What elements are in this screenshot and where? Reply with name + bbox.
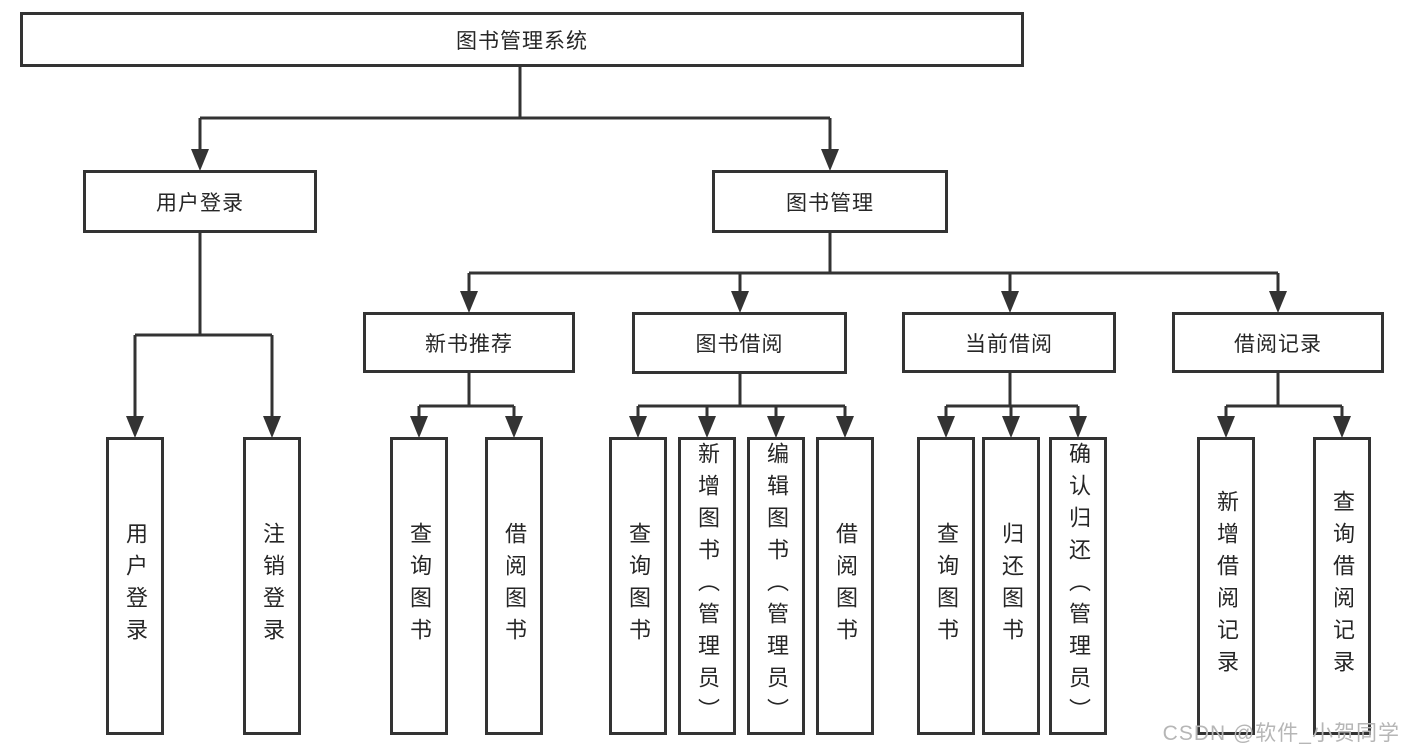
leaf-query-books-current-label: 查询图书 — [934, 522, 959, 650]
leaf-query-books-newrec-label: 查询图书 — [407, 522, 432, 650]
node-root-label: 图书管理系统 — [456, 29, 588, 53]
leaf-logout: 注销登录 — [243, 437, 301, 735]
leaf-return-books-label: 归还图书 — [999, 522, 1024, 650]
connector-book-borrow-branch — [636, 373, 847, 419]
node-book-borrow: 图书借阅 — [632, 312, 847, 374]
leaf-user-login-label: 用户登录 — [123, 522, 148, 650]
leaf-add-books-admin: 新增图书（管理员） — [678, 437, 736, 735]
leaf-query-books-newrec: 查询图书 — [390, 437, 448, 735]
leaf-borrow-books-newrec-label: 借阅图书 — [502, 522, 527, 650]
leaf-edit-books-admin-label: 编辑图书（管理员） — [764, 442, 789, 730]
arrowheads-level1 — [191, 149, 839, 171]
leaf-return-books: 归还图书 — [982, 437, 1040, 735]
connector-root-to-level1 — [198, 67, 832, 152]
leaf-add-borrow-record-label: 新增借阅记录 — [1214, 490, 1239, 682]
leaf-user-login: 用户登录 — [106, 437, 164, 735]
leaf-query-books-borrow-label: 查询图书 — [626, 522, 651, 650]
leaf-query-books-current: 查询图书 — [917, 437, 975, 735]
connector-borrow-records-branch — [1224, 373, 1344, 419]
arrowheads-book-borrow — [629, 416, 854, 438]
arrowheads-new-books — [410, 416, 523, 438]
leaf-confirm-return-admin: 确认归还（管理员） — [1049, 437, 1107, 735]
leaf-logout-label: 注销登录 — [260, 522, 285, 650]
node-user-login: 用户登录 — [83, 170, 317, 233]
watermark: CSDN @软件_小贺同学 — [1162, 722, 1400, 745]
node-borrow-records-label: 借阅记录 — [1234, 332, 1322, 356]
leaf-query-books-borrow: 查询图书 — [609, 437, 667, 735]
node-new-book-recommend-label: 新书推荐 — [425, 332, 513, 356]
leaf-borrow-books-borrow: 借阅图书 — [816, 437, 874, 735]
node-root-system: 图书管理系统 — [20, 12, 1024, 67]
leaf-add-borrow-record: 新增借阅记录 — [1197, 437, 1255, 735]
leaf-confirm-return-admin-label: 确认归还（管理员） — [1066, 442, 1091, 730]
node-new-book-recommend: 新书推荐 — [363, 312, 575, 373]
node-book-management-label: 图书管理 — [786, 191, 874, 215]
arrowheads-current-borrow — [937, 416, 1087, 438]
leaf-borrow-books-borrow-label: 借阅图书 — [833, 522, 858, 650]
arrowheads-level2 — [460, 291, 1287, 313]
arrowheads-user-login — [126, 416, 281, 438]
arrowheads-borrow-records — [1217, 416, 1351, 438]
connector-book-mgmt-to-level2 — [467, 233, 1280, 294]
leaf-borrow-books-newrec: 借阅图书 — [485, 437, 543, 735]
leaf-edit-books-admin: 编辑图书（管理员） — [747, 437, 805, 735]
node-current-borrow-label: 当前借阅 — [965, 332, 1053, 356]
node-borrow-records: 借阅记录 — [1172, 312, 1384, 373]
leaf-add-books-admin-label: 新增图书（管理员） — [695, 442, 720, 730]
node-book-management: 图书管理 — [712, 170, 948, 233]
node-current-borrow: 当前借阅 — [902, 312, 1116, 373]
node-user-login-label: 用户登录 — [156, 191, 244, 215]
connector-user-login-branch — [133, 233, 274, 419]
leaf-query-borrow-record: 查询借阅记录 — [1313, 437, 1371, 735]
leaf-query-borrow-record-label: 查询借阅记录 — [1330, 490, 1355, 682]
connector-new-books-branch — [417, 373, 516, 419]
connector-current-borrow-branch — [944, 373, 1080, 419]
node-book-borrow-label: 图书借阅 — [695, 333, 784, 356]
